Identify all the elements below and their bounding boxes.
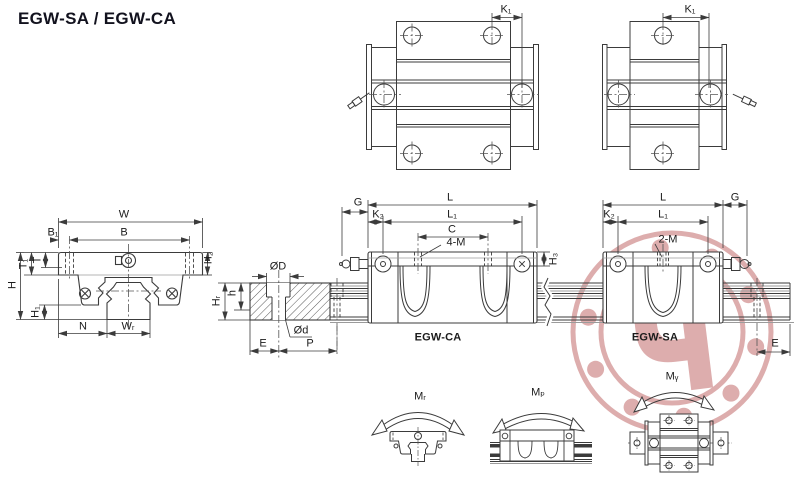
dim-label-4m: 4-M	[446, 236, 466, 249]
dim-label-h-rail: h	[226, 289, 239, 297]
dimensions	[341, 200, 550, 267]
carriage-side	[339, 251, 538, 324]
dim-label-2m: 2-M	[658, 233, 678, 246]
dim-label-k2: K₂	[372, 208, 384, 221]
rail-break	[540, 276, 555, 327]
top-view-egw-sa: K₁	[595, 2, 758, 178]
yaw-arrow-icon	[632, 392, 716, 413]
mini-side-view	[499, 429, 575, 462]
dim-label-e: E	[771, 337, 779, 350]
mini-crosshairs	[636, 415, 722, 471]
counterbore-hole	[266, 283, 291, 320]
dim-label-g: G	[353, 196, 363, 209]
rail-bolt-hole-dashed	[330, 283, 344, 320]
dimensions	[16, 218, 212, 338]
carriage-top-outline	[347, 21, 539, 170]
dim-k1	[491, 13, 523, 88]
mini-dashed-holes	[392, 432, 444, 440]
front-section-view: W B B₁ T₁ T H H₁ H₂ N Wᵣ	[7, 196, 247, 378]
moment-label-mr: Mᵣ	[414, 390, 426, 403]
view-caption-egw-sa: EGW-SA	[631, 331, 679, 344]
dim-label-k1: K₁	[500, 3, 512, 16]
dimensions	[602, 200, 791, 356]
dim-label-c: C	[448, 223, 456, 236]
moment-label-mp: Mₚ	[531, 386, 545, 399]
carriage-outline	[57, 251, 204, 321]
dimensions	[218, 273, 338, 355]
dim-label-t: T	[31, 256, 44, 264]
dim-k1	[662, 13, 710, 88]
dim-label-k1: K₁	[684, 3, 696, 16]
mini-top-view	[629, 413, 729, 473]
centerlines	[662, 244, 758, 356]
dim-label-wr: Wᵣ	[121, 320, 135, 333]
dim-label-p: P	[306, 337, 314, 350]
dim-label-l1: L₁	[658, 208, 668, 221]
carriage-side	[602, 251, 752, 324]
page-title: EGW-SA / EGW-CA	[18, 9, 177, 28]
carriage-top-outline	[602, 21, 758, 170]
dim-label-b1: B₁	[47, 226, 59, 239]
dim-label-t1: T₁	[17, 258, 30, 270]
dim-label-l1: L₁	[447, 208, 457, 221]
rail-bolt-hole-dashed	[750, 283, 764, 320]
grease-nipple-icon	[339, 257, 369, 271]
dim-label-k2: K₂	[603, 208, 615, 221]
dim-label-w: W	[118, 208, 130, 221]
dim-label-h1: H₁	[29, 306, 42, 318]
bolt-holes-dashed	[65, 253, 194, 275]
dim-label-h: H	[6, 281, 19, 289]
dim-label-e: E	[259, 337, 267, 350]
grease-nipple-icon	[732, 93, 758, 108]
dim-label-g: G	[730, 191, 740, 204]
top-view-egw-ca: K₁	[347, 2, 570, 178]
dim-label-l: L	[659, 191, 667, 204]
rail-profile	[105, 281, 152, 321]
moment-mp-diagram: Mₚ	[488, 384, 594, 479]
dim-label-l: L	[446, 191, 454, 204]
side-view-egw-ca: G L K₂ L₁ C 4-M H₃ EGW-CA	[326, 186, 571, 376]
centerlines	[336, 233, 489, 354]
side-view-egw-sa: L G K₂ L₁ 2-M E EGW-SA	[558, 186, 800, 379]
dim-label-od: ØD	[269, 260, 287, 273]
moment-label-my: Mᵧ	[665, 370, 679, 383]
rail-section-view: ØD Ød E P Hᵣ h	[208, 226, 373, 378]
grease-nipple-icon	[722, 257, 752, 271]
grease-nipple-icon	[347, 92, 370, 110]
centerlines	[604, 22, 728, 166]
dim-label-od-small: Ød	[293, 324, 309, 337]
view-caption-egw-ca: EGW-CA	[414, 331, 462, 344]
roll-arrow-icon	[370, 412, 466, 436]
centerlines	[69, 236, 190, 327]
dim-label-n: N	[79, 320, 87, 333]
dim-label-hr: Hᵣ	[210, 295, 223, 307]
dim-label-b: B	[120, 226, 128, 239]
moment-my-diagram: Mᵧ	[628, 368, 788, 479]
moment-mr-diagram: Mᵣ	[366, 384, 466, 479]
